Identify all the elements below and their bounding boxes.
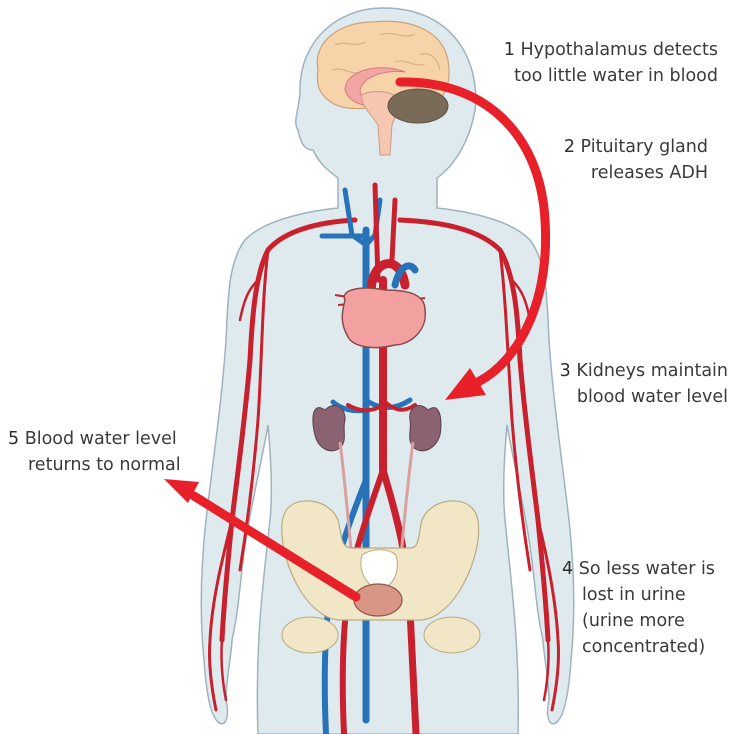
step-1-line2: too little water in blood xyxy=(514,66,718,86)
step-3-line1: Kidneys maintain xyxy=(576,361,728,381)
step-3-label: 3 Kidneys maintain blood water level xyxy=(520,358,728,410)
step-2-line1: Pituitary gland xyxy=(581,137,708,157)
step-1-label: 1 Hypothalamus detects too little water … xyxy=(470,37,718,89)
step-4-line1: So less water is xyxy=(579,559,715,579)
heart xyxy=(342,288,425,347)
step-2-label: 2 Pituitary gland releases ADH xyxy=(500,134,708,186)
step-5-number: 5 xyxy=(8,429,19,449)
step-2-number: 2 xyxy=(564,137,575,157)
step-1-number: 1 xyxy=(504,40,515,60)
cerebellum xyxy=(388,89,448,123)
bladder xyxy=(354,584,402,616)
step-5-line2: returns to normal xyxy=(28,455,181,475)
step-4-line4: concentrated) xyxy=(582,637,705,657)
step-5-label: 5 Blood water level returns to normal xyxy=(8,426,228,478)
step-4-number: 4 xyxy=(562,559,573,579)
step-4-line2: lost in urine xyxy=(582,585,686,605)
step-5-line1: Blood water level xyxy=(25,429,177,449)
step-4-line3: (urine more xyxy=(582,611,685,631)
step-1-line1: Hypothalamus detects xyxy=(520,40,718,60)
step-3-number: 3 xyxy=(560,361,571,381)
step-4-label: 4 So less water is lost in urine (urine … xyxy=(562,556,730,660)
step-3-line2: blood water level xyxy=(577,387,728,407)
step-2-line2: releases ADH xyxy=(591,163,708,183)
